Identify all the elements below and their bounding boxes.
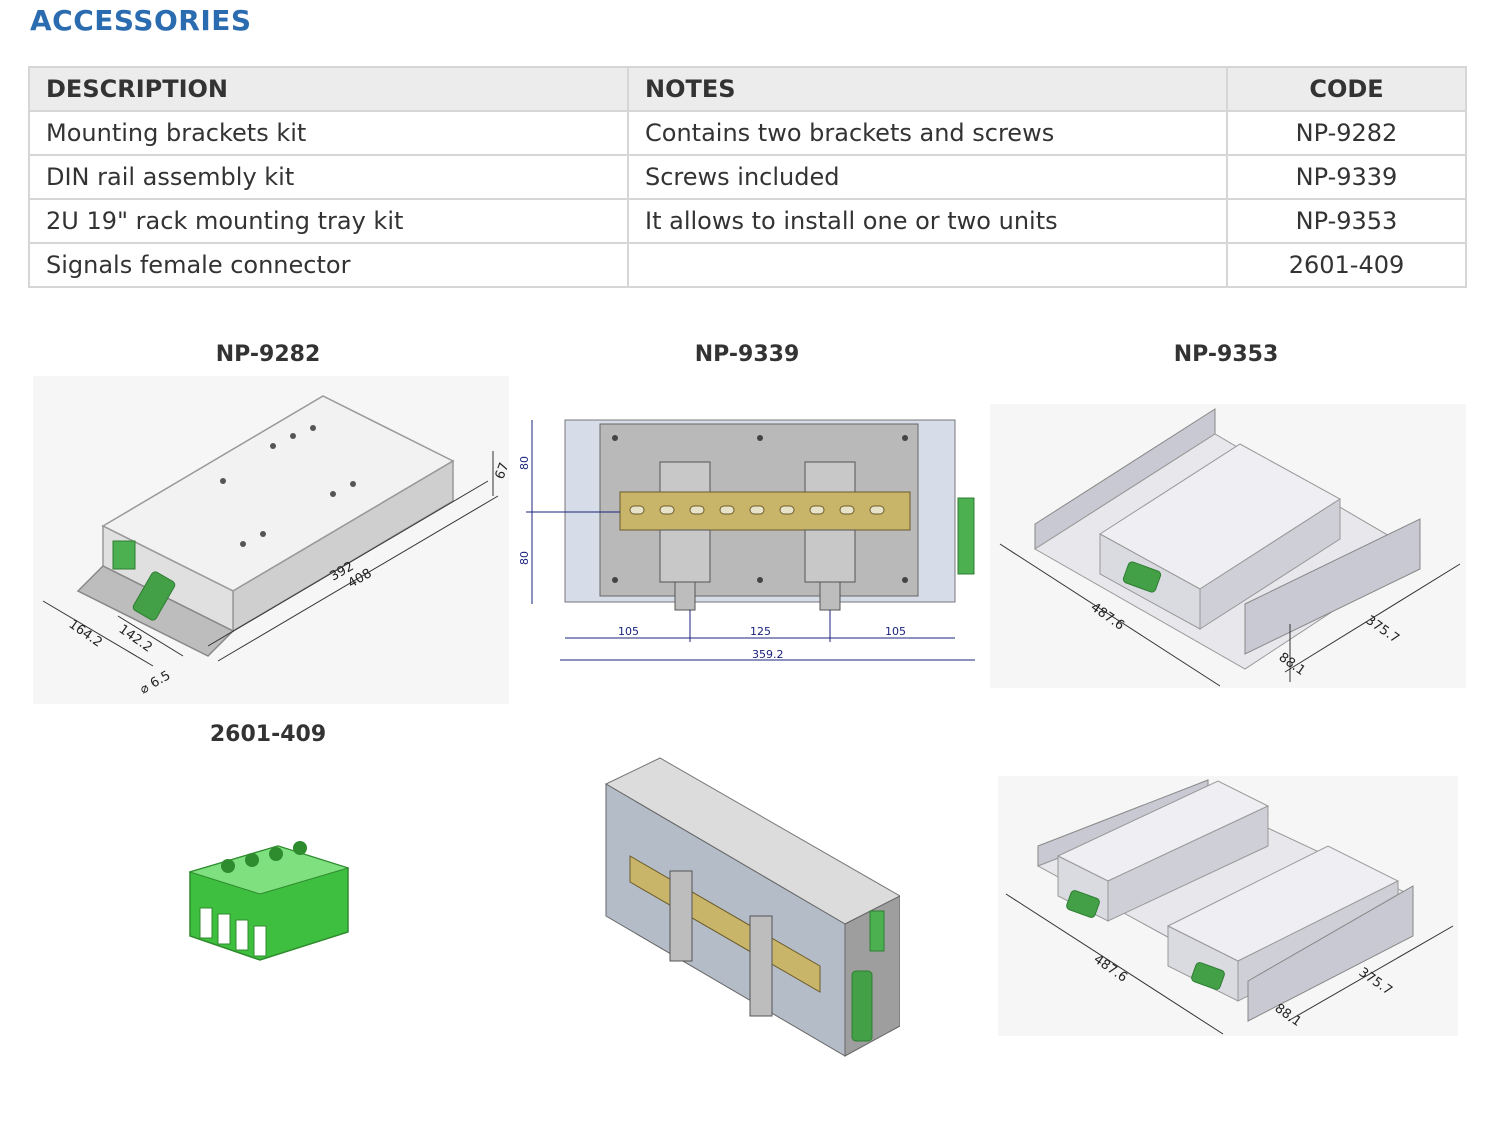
- caption-np9353: NP-9353: [1173, 342, 1279, 367]
- dim-label: 67: [493, 461, 509, 482]
- table-header-row: DESCRIPTION NOTES CODE: [28, 66, 1467, 112]
- row-description: Signals female connector: [28, 242, 629, 288]
- dim-label: ⌀ 6.5: [138, 668, 174, 697]
- row-code: NP-9282: [1226, 110, 1467, 156]
- dim-label: 487.6: [1091, 952, 1130, 986]
- row-code: NP-9353: [1226, 198, 1467, 244]
- np9353-drawing: 487.6 375.7 88.1: [990, 404, 1466, 688]
- table-row: DIN rail assembly kit Screws included NP…: [28, 154, 1467, 200]
- dim-label: 80: [520, 456, 531, 470]
- table-row: 2U 19" rack mounting tray kit It allows …: [28, 198, 1467, 244]
- dim-label: 375.7: [1363, 613, 1402, 647]
- row-code: 2601-409: [1226, 242, 1467, 288]
- row-notes: Contains two brackets and screws: [627, 110, 1228, 156]
- dim-label: 359.2: [752, 648, 784, 661]
- row-description: Mounting brackets kit: [28, 110, 629, 156]
- dim-label: 80: [520, 551, 531, 565]
- connector-2601-409: [178, 832, 358, 982]
- header-notes: NOTES: [627, 66, 1228, 112]
- dim-label: 164.2: [66, 617, 105, 651]
- dim-label: 105: [885, 625, 906, 638]
- caption-np9282: NP-9282: [215, 342, 321, 367]
- accessories-table: DESCRIPTION NOTES CODE Mounting brackets…: [28, 66, 1467, 288]
- row-notes: It allows to install one or two units: [627, 198, 1228, 244]
- dim-label: 487.6: [1088, 600, 1127, 634]
- dim-label: 88.1: [1276, 650, 1308, 679]
- np9339-drawing: 80 80 105 125 105 359.2: [520, 410, 980, 668]
- row-description: DIN rail assembly kit: [28, 154, 629, 200]
- caption-np9339: NP-9339: [694, 342, 800, 367]
- header-code: CODE: [1226, 66, 1467, 112]
- row-notes: [627, 242, 1228, 288]
- table-row: Mounting brackets kit Contains two brack…: [28, 110, 1467, 156]
- np9282-drawing: 67 392 408 164.2 142.2 ⌀ 6.5: [33, 376, 509, 704]
- header-description: DESCRIPTION: [28, 66, 629, 112]
- row-notes: Screws included: [627, 154, 1228, 200]
- table-row: Signals female connector 2601-409: [28, 242, 1467, 288]
- dim-label: 375.7: [1356, 965, 1395, 999]
- page-title: ACCESSORIES: [30, 4, 252, 37]
- row-code: NP-9339: [1226, 154, 1467, 200]
- np9339-isometric-drawing: [600, 756, 900, 1060]
- dim-label: 105: [618, 625, 639, 638]
- row-description: 2U 19" rack mounting tray kit: [28, 198, 629, 244]
- dim-label: 125: [750, 625, 771, 638]
- caption-2601-409: 2601-409: [209, 722, 327, 747]
- dim-label: 88.1: [1272, 1001, 1304, 1030]
- np9353-two-units-drawing: 487.6 375.7 88.1: [998, 776, 1458, 1036]
